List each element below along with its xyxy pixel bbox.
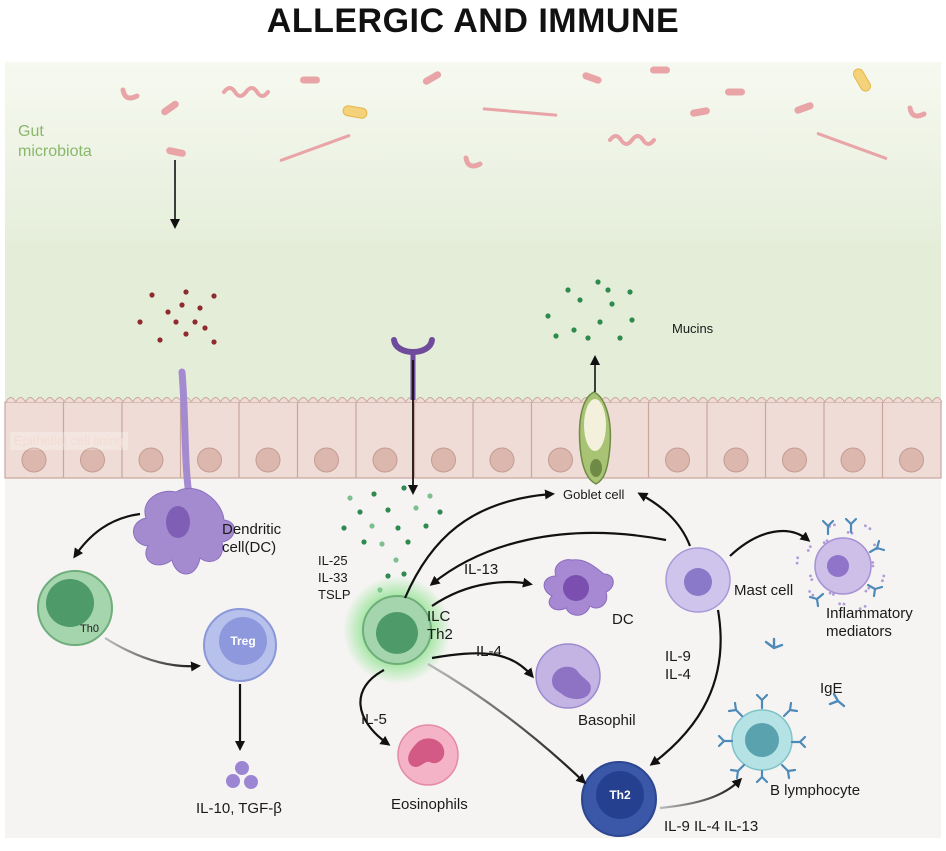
gut-lumen-region [5,62,941,242]
th2-to-b-arrow [659,777,743,810]
basophil-label: Basophil [578,712,636,729]
th0-label: Th0 [80,623,99,635]
mast-cell-icon [665,547,731,613]
dc-cell-icon [543,559,614,616]
mucus-layer-region [5,242,941,402]
mast-to-th2-arrow [649,609,722,766]
ige-label: IgE [820,680,843,697]
eosinophils-label: Eosinophils [391,796,468,813]
dendritic-cell-icon [133,368,235,575]
th2-cell-icon [581,761,657,837]
ilc-th2-cell-icon [343,576,451,684]
th2-output-label: IL-9 IL-4 IL-13 [664,818,759,835]
ige-antibody-icon [764,637,846,708]
mucins-label: Mucins [672,321,714,336]
b-lymphocyte-icon [717,693,807,784]
treg-cell-icon [203,608,277,682]
diagram-title: ALLERGIC AND IMMUNE [266,2,680,40]
ilc-to-goblet-arrow [403,489,555,599]
eosinophil-cell-icon [397,724,459,786]
treg-label: Treg [230,634,255,648]
treg-output-particles [226,761,258,789]
mast-to-ilc-arrow [429,531,667,586]
epithelial-lining-label: Epithelial cell lining [10,432,128,450]
goblet-cell-label: Goblet cell [563,487,625,502]
dc-label: DC [612,611,634,628]
pathway-arrows [73,489,811,810]
il13-label: IL-13 [464,561,499,578]
th0-cell-icon [37,570,113,646]
antigen-particles [137,289,217,345]
il5-label: IL-5 [361,711,387,728]
ilc-to-th2-arrow [427,663,587,785]
mucin-particles [545,279,635,341]
th0-to-treg-arrow [104,637,201,672]
basophil-cell-icon [535,643,601,709]
epithelial-cell-lining [4,397,943,479]
b-lymphocyte-label: B lymphocyte [770,782,861,799]
treg-output-label: IL-10, TGF-β [196,800,282,817]
dc-to-th0-arrow [73,512,141,559]
ilc-to-eosinophil-arrow [359,669,391,746]
th2-label: Th2 [609,788,631,802]
ilc-to-dc-arrow [431,577,533,607]
il4-label: IL-4 [476,643,502,660]
mast-to-goblet-arrow [637,492,692,547]
ilc-to-basophil-arrow [431,652,534,679]
mast-to-mediators-arrow [729,529,811,557]
goblet-cell-icon [578,391,612,485]
bacteria-group [120,66,927,169]
mast-cell-label: Mast cell [734,582,794,599]
inflammatory-mediators-icon [795,517,886,611]
